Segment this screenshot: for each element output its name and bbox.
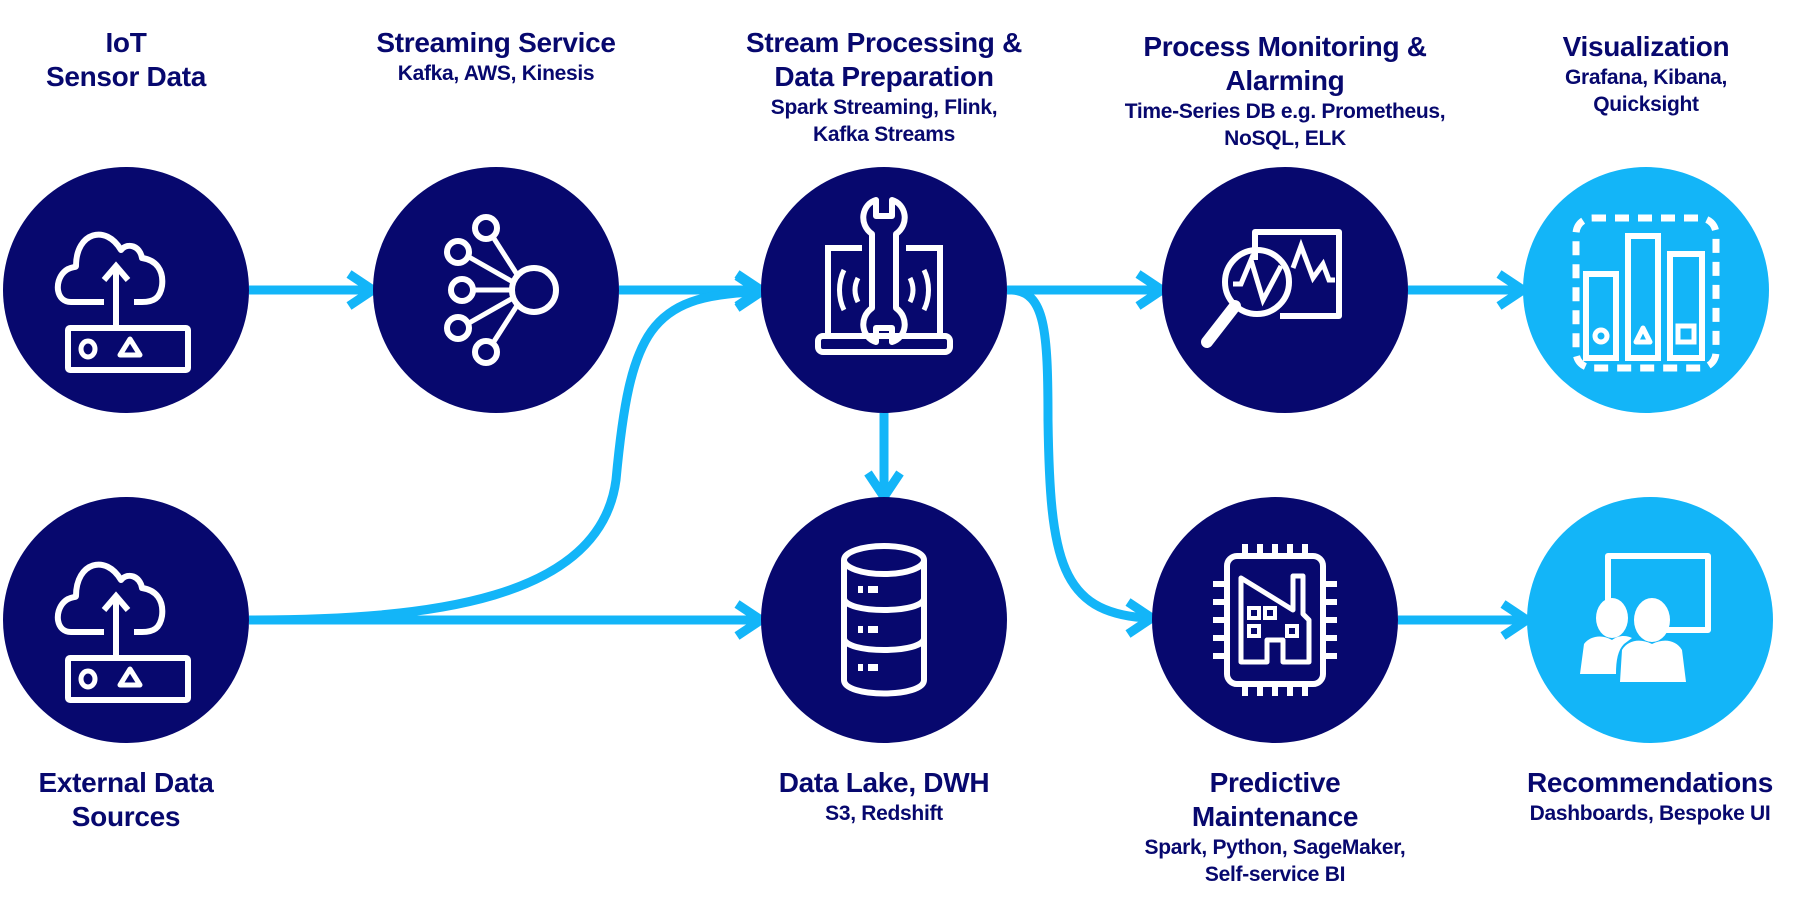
factory-chip-icon bbox=[1213, 544, 1337, 696]
edge-external-processing bbox=[248, 272, 770, 625]
node-title-line: Predictive bbox=[1209, 767, 1341, 798]
node-title: Recommendations bbox=[1527, 766, 1773, 800]
node-title-line: Stream Processing & bbox=[746, 27, 1022, 58]
arrow-line bbox=[1011, 285, 1147, 623]
edge-iot-streaming bbox=[249, 270, 382, 310]
node-circle bbox=[1523, 167, 1769, 413]
node-subtitle-line: S3, Redshift bbox=[825, 802, 943, 825]
node-circle bbox=[761, 167, 1007, 413]
node-circle bbox=[3, 167, 249, 413]
node-subtitle: S3, Redshift bbox=[779, 800, 990, 827]
node-visualization bbox=[1523, 167, 1769, 413]
node-title-line: External Data bbox=[38, 767, 214, 798]
edges bbox=[248, 270, 1536, 640]
database-icon bbox=[841, 543, 927, 697]
node-title-line: Recommendations bbox=[1527, 767, 1773, 798]
node-subtitle-line: Kafka, AWS, Kinesis bbox=[397, 62, 595, 85]
node-subtitle-line: Time-Series DB e.g. Prometheus, bbox=[1124, 100, 1446, 123]
node-subtitle: Time-Series DB e.g. Prometheus, NoSQL, EL… bbox=[1125, 98, 1446, 152]
arrow-head bbox=[734, 272, 770, 312]
node-title-line: Maintenance bbox=[1191, 801, 1359, 832]
node-external bbox=[3, 497, 249, 743]
node-iot bbox=[3, 167, 249, 413]
node-subtitle-line: Grafana, Kibana, bbox=[1564, 66, 1728, 89]
node-label-datalake: Data Lake, DWH S3, Redshift bbox=[779, 766, 990, 827]
node-title: Visualization bbox=[1563, 30, 1730, 64]
cloud-upload-device-icon bbox=[54, 561, 191, 703]
edge-predictive-recommendations bbox=[1398, 600, 1536, 640]
laptop-wrench-icon bbox=[815, 197, 953, 355]
node-title-line: Data Preparation bbox=[774, 61, 994, 92]
node-datalake bbox=[761, 497, 1007, 743]
presentation-users-icon bbox=[1580, 553, 1711, 682]
node-subtitle: Dashboards, Bespoke UI bbox=[1527, 800, 1773, 827]
node-title-line: IoT bbox=[105, 27, 147, 58]
node-title: Data Lake, DWH bbox=[779, 766, 990, 800]
edge-external-datalake bbox=[249, 600, 770, 640]
node-subtitle-line: Spark Streaming, Flink, bbox=[770, 96, 998, 119]
node-subtitle: Spark Streaming, Flink, Kafka Streams bbox=[746, 94, 1022, 148]
nodes bbox=[3, 167, 1773, 743]
node-title-line: Streaming Service bbox=[376, 27, 616, 58]
node-subtitle-line: NoSQL, ELK bbox=[1224, 127, 1346, 150]
cloud-upload-device-icon bbox=[54, 231, 191, 373]
node-subtitle-line: Self-service BI bbox=[1204, 863, 1346, 886]
node-monitoring bbox=[1162, 167, 1408, 413]
node-subtitle-line: Dashboards, Bespoke UI bbox=[1529, 802, 1771, 825]
node-title-line: Data Lake, DWH bbox=[778, 767, 990, 798]
bar-chart-icon bbox=[1572, 214, 1720, 372]
node-title: Process Monitoring &Alarming bbox=[1125, 30, 1446, 98]
network-hub-icon bbox=[444, 214, 559, 366]
node-streaming bbox=[373, 167, 619, 413]
edge-processing-datalake bbox=[864, 413, 904, 506]
node-predictive bbox=[1152, 497, 1398, 743]
node-title-line: Visualization bbox=[1562, 31, 1730, 62]
node-title: Streaming Service bbox=[376, 26, 616, 60]
magnifier-chart-icon bbox=[1201, 229, 1342, 348]
node-title-line: Process Monitoring & bbox=[1143, 31, 1427, 62]
node-subtitle: Grafana, Kibana, Quicksight bbox=[1563, 64, 1730, 118]
node-subtitle-line: Spark, Python, SageMaker, bbox=[1144, 836, 1406, 859]
node-circle bbox=[3, 497, 249, 743]
node-title-line: Alarming bbox=[1225, 65, 1345, 96]
node-subtitle-line: Kafka Streams bbox=[812, 123, 955, 146]
node-subtitle: Kafka, AWS, Kinesis bbox=[376, 60, 615, 87]
edge-processing-predictive bbox=[1011, 285, 1161, 638]
node-subtitle-line: Quicksight bbox=[1593, 93, 1699, 116]
node-circle bbox=[761, 497, 1007, 743]
node-subtitle: Spark, Python, SageMaker, Self-service BI bbox=[1145, 834, 1406, 888]
node-recommendations bbox=[1527, 497, 1773, 743]
node-title: Stream Processing &Data Preparation bbox=[746, 26, 1022, 94]
arrow-head bbox=[1125, 598, 1161, 638]
edge-monitoring-visualization bbox=[1408, 270, 1532, 310]
arrow-line bbox=[248, 287, 756, 625]
node-title-line: Sensor Data bbox=[45, 61, 207, 92]
node-processing bbox=[761, 167, 1007, 413]
node-title-line: Sources bbox=[71, 801, 181, 832]
